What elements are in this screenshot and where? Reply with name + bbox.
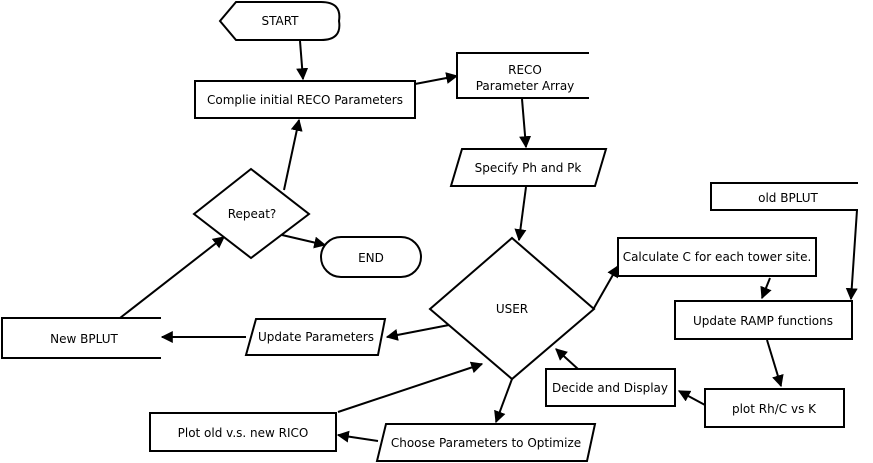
edge-decide-to-user	[555, 348, 579, 370]
calc-process: Calculate C for each tower site.	[617, 237, 817, 277]
plot-old-label: Plot old v.s. new RICO	[178, 426, 309, 440]
old-bplut-data-store: old BPLUT	[710, 182, 858, 211]
edge-choose-to-plotold	[336, 430, 379, 443]
repeat-decision: Repeat?	[192, 167, 311, 260]
specify-io: Specify Ph and Pk	[449, 148, 608, 187]
start-label: START	[261, 14, 299, 28]
update-params-io: Update Parameters	[244, 318, 387, 356]
old-bplut-label: old BPLUT	[758, 191, 818, 205]
edge-plotold-to-user	[337, 361, 484, 413]
reco-label-line2: Parameter Array	[476, 79, 575, 93]
edge-compile-to-reco	[414, 72, 459, 85]
edge-reco-to-specify	[519, 98, 532, 149]
reco-label-line1: RECO	[508, 63, 542, 77]
edge-user-to-calc	[593, 264, 619, 309]
edge-start-to-compile	[296, 40, 309, 81]
choose-label: Choose Parameters to Optimize	[391, 436, 581, 450]
new-bplut-data-store: New BPLUT	[1, 317, 161, 359]
edge-user-to-update-params	[385, 324, 450, 341]
compile-label: Complie initial RECO Parameters	[207, 93, 403, 107]
decide-process: Decide and Display	[545, 368, 676, 407]
plot-old-process: Plot old v.s. new RICO	[149, 412, 337, 452]
edge-repeat-to-compile	[283, 118, 303, 191]
update-ramp-label: Update RAMP functions	[693, 314, 833, 328]
decide-label: Decide and Display	[552, 381, 668, 395]
end-terminal: END	[320, 236, 422, 278]
plot-rh-process: plot Rh/C vs K	[704, 388, 845, 428]
specify-label: Specify Ph and Pk	[475, 161, 582, 175]
update-params-label: Update Parameters	[258, 330, 374, 344]
edge-newbplut-to-repeat	[119, 236, 225, 319]
calc-label: Calculate C for each tower site.	[623, 250, 812, 264]
end-label: END	[358, 251, 384, 265]
edge-specify-to-user	[514, 186, 527, 242]
plot-rh-label: plot Rh/C vs K	[732, 402, 817, 416]
repeat-label: Repeat?	[228, 207, 277, 221]
start-node: START	[218, 1, 341, 41]
update-ramp-process: Update RAMP functions	[674, 300, 853, 340]
edge-repeat-to-end	[281, 234, 327, 249]
choose-io: Choose Parameters to Optimize	[375, 423, 597, 462]
edge-user-to-choose	[494, 378, 513, 424]
edges	[119, 40, 858, 443]
user-label: USER	[496, 302, 528, 316]
reco-data-store: RECO Parameter Array	[456, 52, 589, 99]
new-bplut-label: New BPLUT	[50, 332, 118, 346]
edge-calc-to-ramp	[760, 277, 772, 300]
compile-process: Complie initial RECO Parameters	[194, 80, 416, 119]
edge-plotrh-to-decide	[677, 390, 706, 406]
edge-ramp-to-plotrh	[766, 339, 784, 388]
user-decision: USER	[428, 236, 596, 381]
